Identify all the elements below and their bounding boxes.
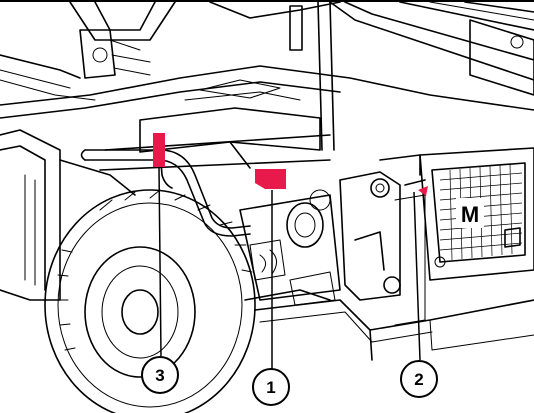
marker-1 [255, 169, 286, 189]
left-fender [0, 129, 136, 301]
wheel [44, 189, 256, 413]
callout-1-circle [252, 368, 290, 406]
callout-3-label: 3 [155, 366, 164, 385]
red-markers [153, 133, 428, 196]
callout-2-label: 2 [414, 370, 423, 389]
deck-panels [0, 65, 534, 171]
marker-2 [418, 186, 428, 196]
hydraulic-block [0, 29, 151, 101]
engine-cover: M [379, 147, 534, 281]
cab-frame [69, 1, 534, 151]
callout-2-circle [400, 360, 438, 398]
callout-2: 2 [400, 360, 438, 398]
leader-lines [158, 167, 421, 370]
callout-3-circle [141, 356, 179, 394]
leader-line-3 [158, 167, 162, 357]
marker-3 [153, 133, 165, 167]
callout-1: 1 [252, 368, 290, 406]
callout-3: 3 [141, 356, 179, 394]
brand-logo: M [461, 202, 479, 227]
leader-line-2 [413, 191, 421, 361]
lower-body [254, 299, 534, 361]
callout-1-label: 1 [266, 378, 275, 397]
